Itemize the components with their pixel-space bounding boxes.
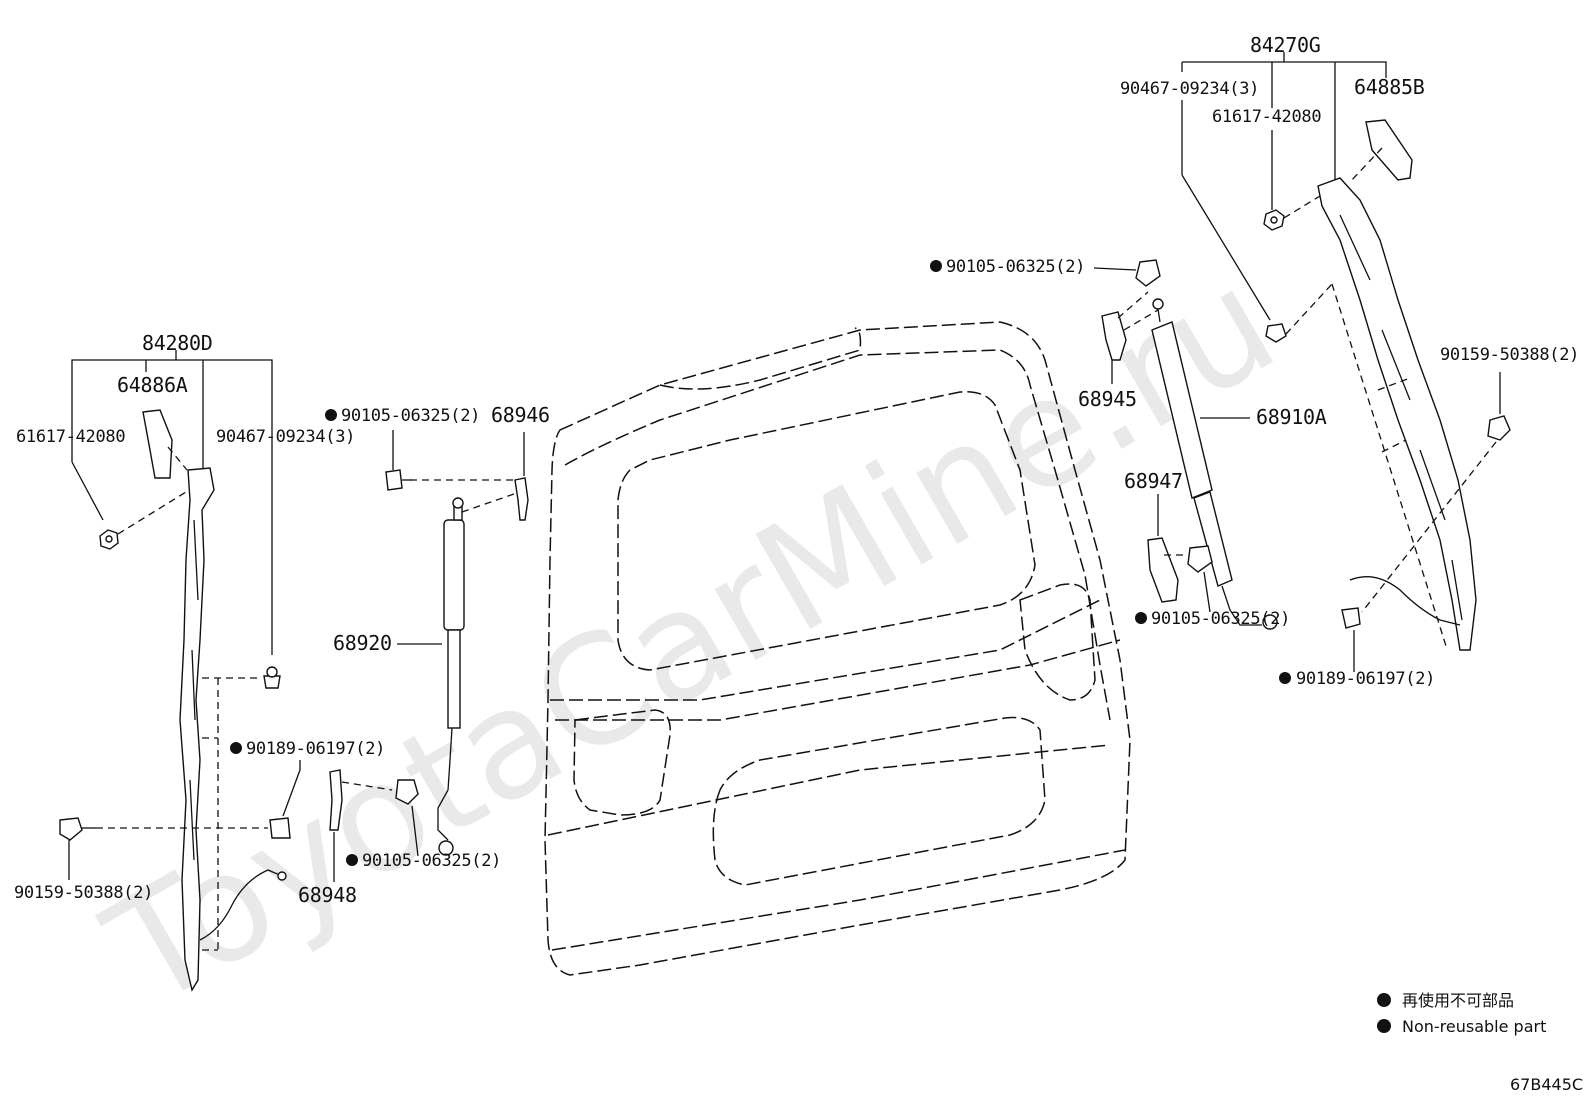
label-90105-06325-c: 90105-06325(2) [946, 257, 1085, 277]
bolt-90159-right [1487, 415, 1511, 441]
legend-dot-jp [1377, 993, 1391, 1007]
left-side-bracket [179, 467, 215, 992]
non-reusable-dot [325, 409, 337, 421]
label-68948: 68948 [298, 883, 357, 907]
label-90105-06325-d: 90105-06325(2) [1151, 609, 1290, 629]
right-bracket-group [1181, 52, 1511, 684]
bolt-90105-d [1187, 545, 1213, 573]
label-90159-50388-right: 90159-50388(2) [1440, 345, 1579, 365]
right-side-bracket [1317, 177, 1477, 651]
label-90189-06197-left: 90189-06197(2) [246, 739, 385, 759]
legend-jp: 再使用不可部品 [1402, 991, 1514, 1010]
diagram-code: 67B445C [1510, 1075, 1583, 1094]
bolt-90105-a [385, 469, 412, 491]
label-90467-09234-right: 90467-09234(3) [1120, 79, 1259, 99]
legend: 再使用不可部品 Non-reusable part [1377, 991, 1546, 1036]
bolt-90105-b [395, 779, 419, 805]
label-64885B: 64885B [1354, 75, 1425, 99]
right-cap-64885B [1365, 119, 1413, 181]
left-gas-strut-68920 [397, 497, 465, 856]
label-64886A: 64886A [117, 373, 188, 397]
clip-90189-left [269, 817, 291, 839]
label-84280D: 84280D [142, 331, 212, 355]
clip-90467-left [263, 666, 281, 689]
bracket-68945 [930, 259, 1161, 384]
bracket-68946 [325, 409, 529, 521]
legend-dot-en [1377, 1019, 1391, 1033]
non-reusable-dot [1135, 612, 1147, 624]
label-61617-42080-left: 61617-42080 [16, 427, 125, 447]
label-68920: 68920 [333, 631, 392, 655]
clip-90467-right [1265, 323, 1287, 343]
nut-61617-left [99, 529, 119, 550]
label-90105-06325-a: 90105-06325(2) [341, 406, 480, 426]
bolt-90105-c [1135, 259, 1161, 287]
label-90189-06197-right: 90189-06197(2) [1296, 669, 1435, 689]
right-gas-strut-68910A [1151, 298, 1278, 630]
non-reusable-dot [230, 742, 242, 754]
clip-90189-right [1341, 607, 1361, 629]
label-90159-50388-left: 90159-50388(2) [14, 883, 153, 903]
non-reusable-dot [346, 854, 358, 866]
legend-en: Non-reusable part [1402, 1017, 1546, 1036]
label-90105-06325-b: 90105-06325(2) [362, 851, 501, 871]
non-reusable-dot [930, 260, 942, 272]
label-68947: 68947 [1124, 469, 1183, 493]
label-68945: 68945 [1078, 387, 1137, 411]
label-84270G: 84270G [1250, 33, 1320, 57]
label-68946: 68946 [491, 403, 550, 427]
left-cap-64886A [142, 409, 173, 479]
bracket-68948 [329, 769, 419, 882]
back-door-panel [544, 321, 1131, 976]
label-90467-09234-left: 90467-09234(3) [216, 427, 355, 447]
label-61617-42080-right: 61617-42080 [1212, 107, 1321, 127]
left-bracket-group [59, 350, 301, 992]
label-68910A: 68910A [1256, 405, 1327, 429]
bracket-68947 [1135, 494, 1213, 624]
non-reusable-dot [1279, 672, 1291, 684]
bolt-90159-left [59, 817, 96, 841]
nut-61617-right [1263, 209, 1285, 231]
